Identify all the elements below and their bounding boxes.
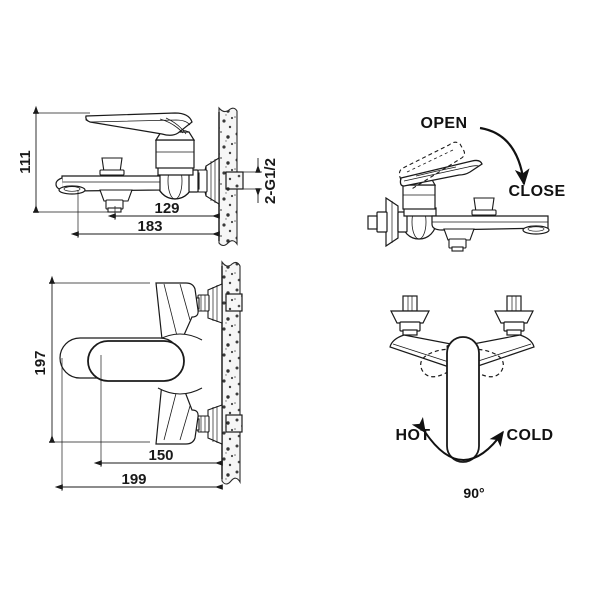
lever-handle-front [59,337,185,382]
diverter-knob-operation [471,197,497,216]
dimension-150 [93,355,223,467]
label-open: OPEN [421,115,468,132]
lever-handle-temp [446,336,480,463]
label-angle-90: 90° [463,485,484,501]
rotation-arc-90 [411,416,504,461]
escutcheon-left-temp [390,295,430,336]
inlet-connection-upper [225,293,243,312]
label-close: CLOSE [508,183,565,200]
escutcheon-right-temp [494,295,534,336]
escutcheon-operation [367,196,399,248]
label-hot: HOT [396,427,431,444]
dimension-197-label: 197 [32,350,49,375]
dimension-150-label: 150 [148,447,173,464]
dimension-199 [54,358,223,491]
dimension-111-label: 111 [17,150,34,173]
dimension-2-g12 [243,158,262,203]
dimension-129 [107,206,220,220]
shower-outlet-side [99,189,133,213]
lever-handle-front-outline [87,340,185,382]
view-side-section: 111 129 183 2-G1/2 [17,105,279,247]
dimension-183 [70,190,220,238]
valve-body-side [156,162,199,200]
spout-operation [431,215,550,235]
open-close-arrow [479,126,530,186]
dimension-2-g12-label: 2-G1/2 [262,158,279,204]
shower-outlet-operation [443,228,475,252]
view-front: 197 150 199 [32,260,243,491]
lever-closed-position [399,159,483,187]
dimension-111 [33,105,112,213]
view-lever-operation: OPEN CLOSE [367,115,565,252]
inlet-connection-lower [225,414,243,433]
escutcheon-side [191,157,220,205]
lever-open-position-ghost [398,141,466,191]
view-temperature-operation: HOT COLD 90° [389,295,554,501]
lever-handle-side [85,112,193,136]
dimension-199-label: 199 [121,471,146,488]
inlet-connection-side [225,171,244,190]
mixer-neck-side [154,128,196,169]
dimension-183-label: 183 [137,218,162,235]
dimension-129-label: 129 [154,200,179,217]
label-cold: COLD [507,427,554,444]
diverter-knob-side [99,157,125,176]
